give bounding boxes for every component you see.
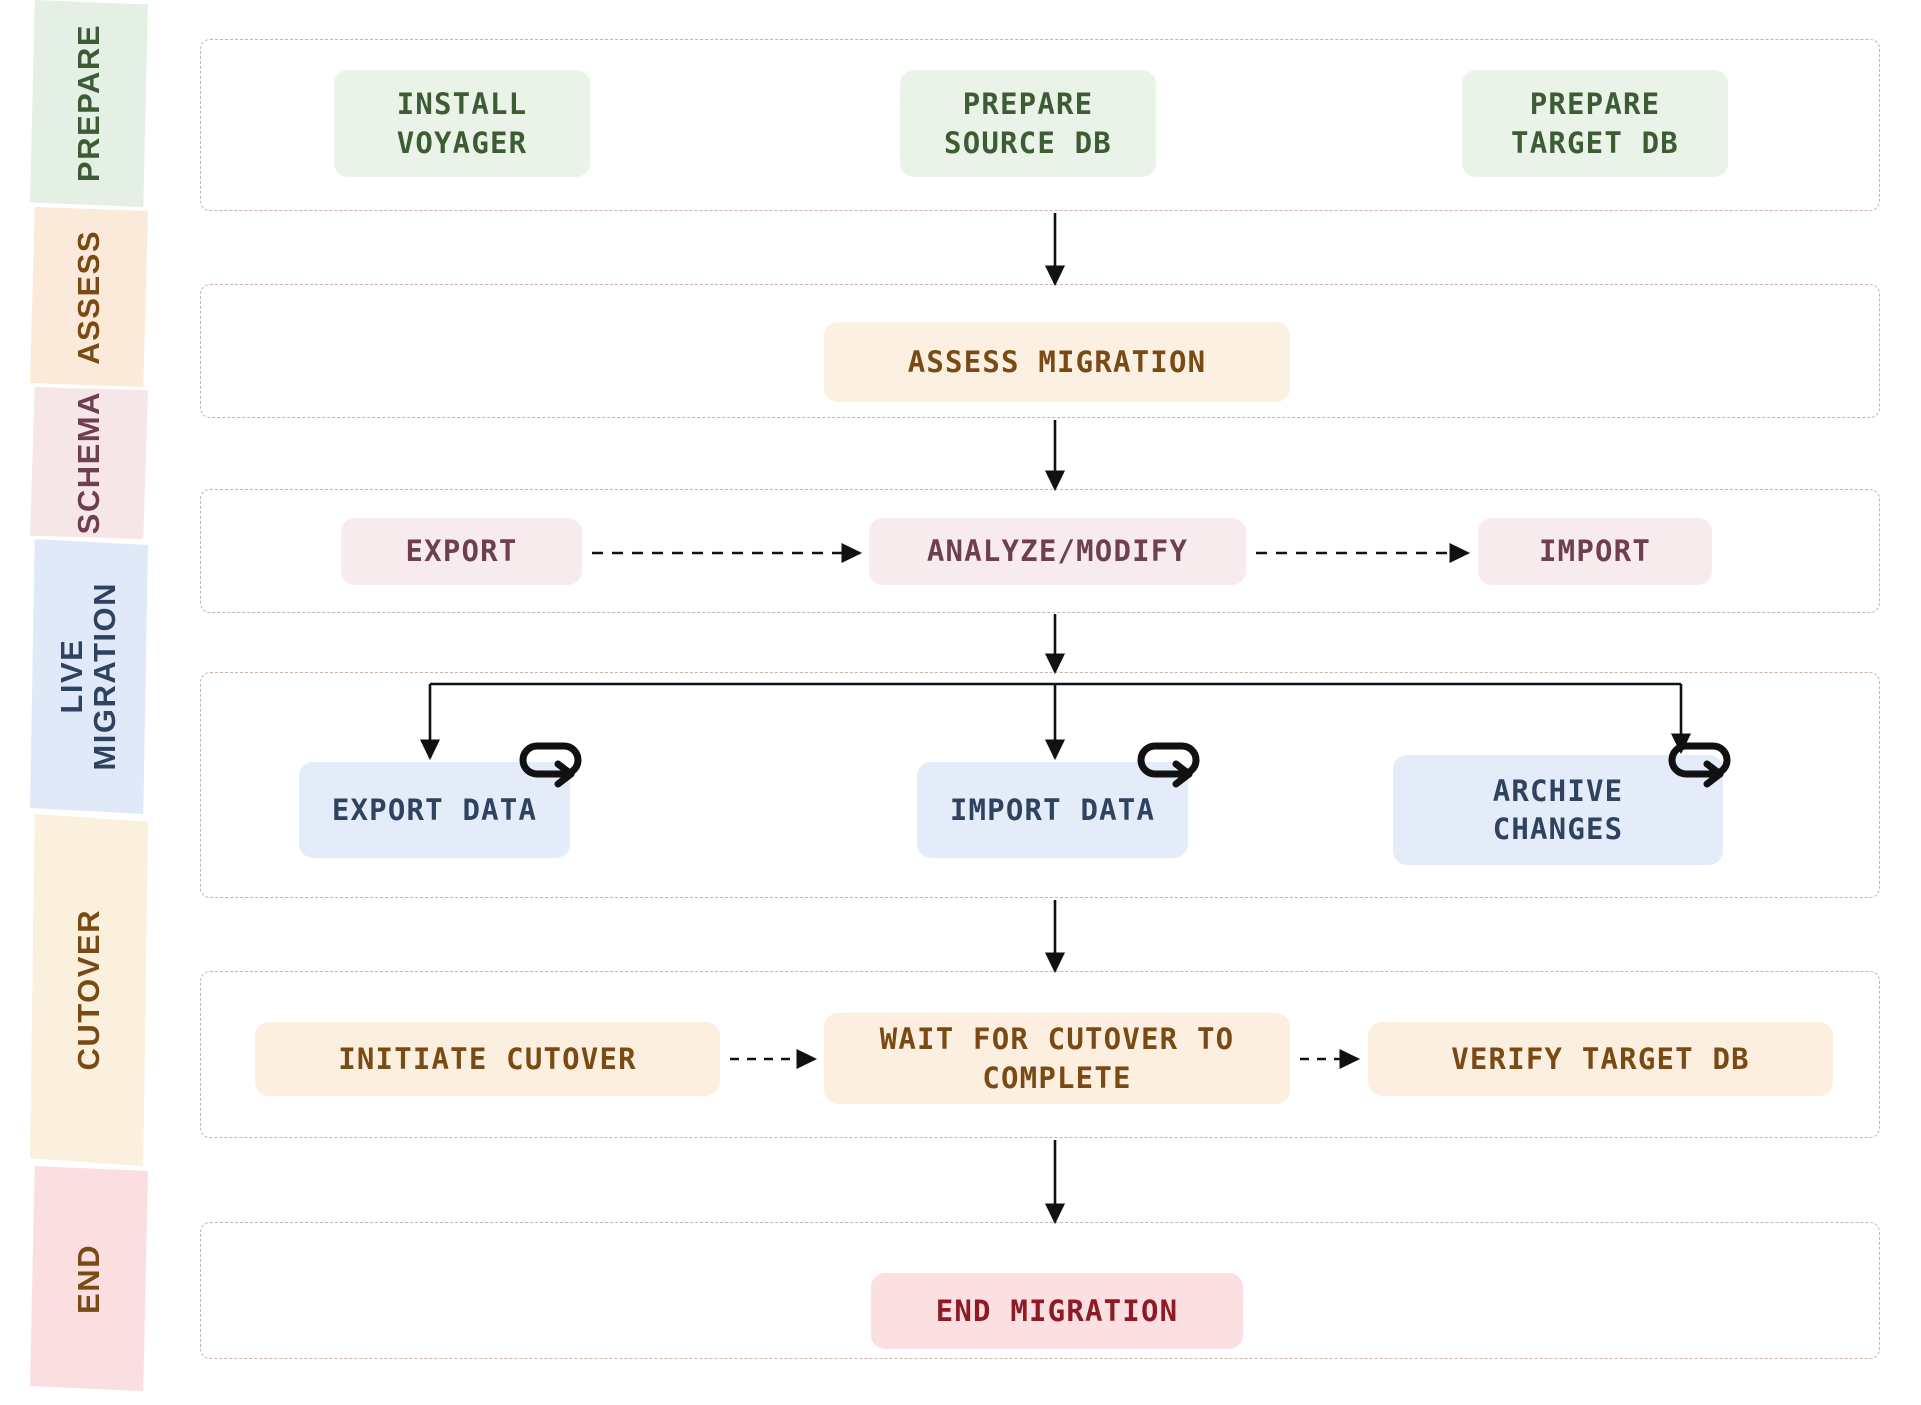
- loop-repeat-icon: [1668, 742, 1731, 788]
- section-assess: [200, 284, 1880, 418]
- node-import-data[interactable]: IMPORT DATA: [917, 762, 1188, 858]
- section-live-migration: [200, 672, 1880, 898]
- node-label: EXPORT: [405, 534, 518, 569]
- phase-band-shape-schema: [30, 387, 148, 539]
- node-export-data[interactable]: EXPORT DATA: [299, 762, 570, 858]
- loop-repeat-icon: [1137, 742, 1200, 788]
- phase-label-end: END: [70, 1243, 106, 1314]
- phase-band-prepare: PREPARE: [30, 0, 148, 207]
- node-label: ANALYZE/MODIFY: [926, 534, 1189, 569]
- phase-label-live-migration: LIVE MIGRATION: [54, 582, 122, 771]
- phase-band-shape-cutover: [30, 814, 148, 1166]
- node-wait-for-cutover[interactable]: WAIT FOR CUTOVER TO COMPLETE: [824, 1013, 1290, 1104]
- phase-band-shape-prepare: [30, 0, 148, 207]
- node-label: INITIATE CUTOVER: [338, 1041, 637, 1076]
- node-schema-export[interactable]: EXPORT: [341, 518, 582, 585]
- node-prepare-target-db[interactable]: PREPARE TARGET DB: [1462, 70, 1728, 177]
- section-schema: [200, 489, 1880, 613]
- node-schema-analyze-modify[interactable]: ANALYZE/MODIFY: [869, 518, 1246, 585]
- node-prepare-source-db[interactable]: PREPARE SOURCE DB: [900, 70, 1156, 177]
- loop-repeat-icon: [519, 742, 582, 788]
- node-install-voyager[interactable]: INSTALL VOYAGER: [334, 70, 590, 177]
- node-label: ARCHIVE CHANGES: [1492, 773, 1624, 846]
- phase-band-assess: ASSESS: [30, 207, 148, 387]
- node-label: PREPARE TARGET DB: [1511, 87, 1679, 160]
- phase-label-cutover: CUTOVER: [70, 909, 106, 1071]
- section-end: [200, 1222, 1880, 1359]
- node-label: IMPORT: [1539, 534, 1651, 569]
- phase-label-schema: SCHEMA: [70, 391, 106, 535]
- phase-band-shape-live-migration: [30, 539, 148, 814]
- phase-label-assess: ASSESS: [70, 229, 106, 365]
- node-label: PREPARE SOURCE DB: [944, 87, 1112, 160]
- node-initiate-cutover[interactable]: INITIATE CUTOVER: [255, 1022, 720, 1096]
- phase-band-shape-end: [30, 1166, 148, 1391]
- phase-band-schema: SCHEMA: [30, 387, 148, 539]
- node-archive-changes[interactable]: ARCHIVE CHANGES: [1393, 755, 1723, 865]
- node-label: WAIT FOR CUTOVER TO COMPLETE: [879, 1022, 1235, 1095]
- section-prepare: [200, 39, 1880, 211]
- node-label: END MIGRATION: [935, 1293, 1179, 1328]
- phase-band-end: END: [30, 1166, 148, 1391]
- node-assess-migration[interactable]: ASSESS MIGRATION: [824, 322, 1290, 402]
- section-cutover: [200, 971, 1880, 1138]
- phase-label-prepare: PREPARE: [70, 24, 106, 183]
- phase-rail: PREPARE ASSESS SCHEMA LIVE MIGRATION CUT…: [30, 0, 148, 1405]
- phase-band-cutover: CUTOVER: [30, 814, 148, 1166]
- node-end-migration[interactable]: END MIGRATION: [871, 1273, 1243, 1349]
- phase-band-live-migration: LIVE MIGRATION: [30, 539, 148, 814]
- node-verify-target-db[interactable]: VERIFY TARGET DB: [1368, 1022, 1833, 1096]
- node-label: ASSESS MIGRATION: [907, 344, 1207, 379]
- node-label: IMPORT DATA: [949, 792, 1156, 827]
- node-schema-import[interactable]: IMPORT: [1478, 518, 1712, 585]
- phase-band-shape-assess: [30, 207, 148, 387]
- node-label: INSTALL VOYAGER: [396, 87, 528, 160]
- node-label: EXPORT DATA: [331, 792, 538, 827]
- node-label: VERIFY TARGET DB: [1451, 1041, 1750, 1076]
